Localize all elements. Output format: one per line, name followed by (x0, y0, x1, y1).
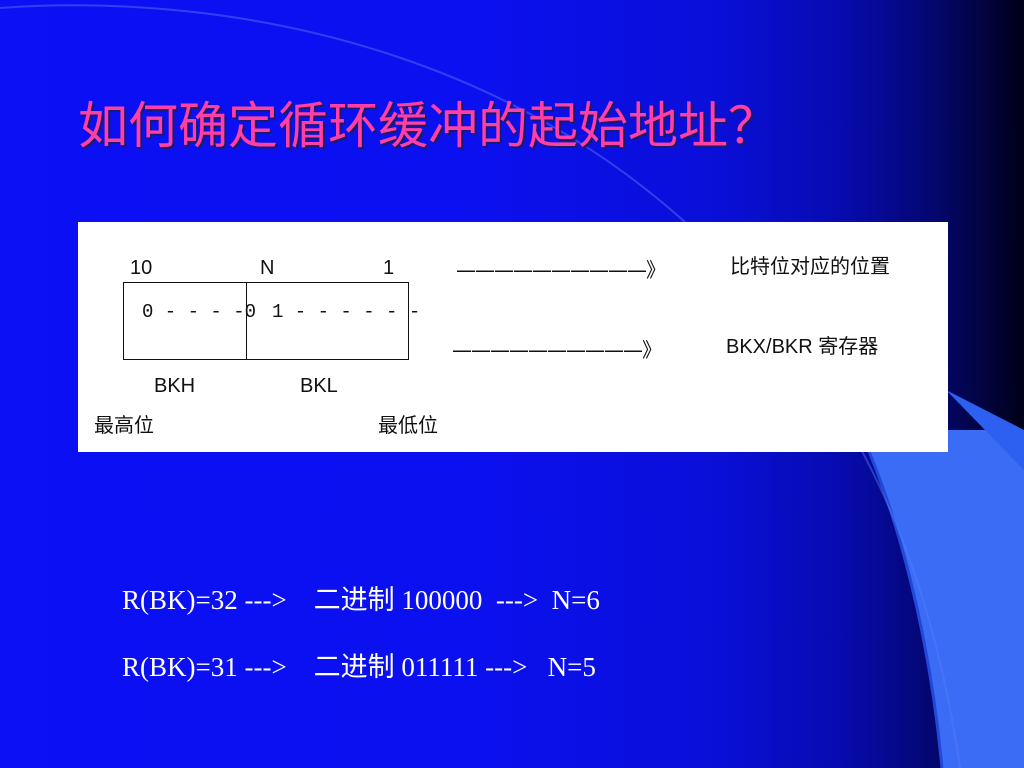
bit-positions-label: 比特位对应的位置 (730, 256, 890, 278)
corner-accent-shape (946, 390, 1024, 470)
slide-title: 如何确定循环缓冲的起始地址？ (78, 97, 778, 155)
formula-line-1: R(BK)=32 ---> 二进制 100000 ---> N=6 (122, 585, 600, 615)
corner-swoosh-shape (860, 430, 1024, 768)
bit-position-n: N (260, 257, 275, 279)
register-label: BKX/BKR 寄存器 (726, 336, 879, 358)
register-box: 0 - - - -0 1 - - - - - - (123, 282, 420, 360)
register-divider (246, 283, 247, 359)
bit-position-high: 10 (130, 257, 153, 279)
arrow-register: ——————————》 (452, 338, 662, 362)
corner-swoosh-edge (858, 429, 944, 768)
formula-line-2: R(BK)=31 ---> 二进制 011111 ---> N=5 (122, 652, 596, 682)
arrow-bit-positions: ——————————》 (456, 258, 666, 282)
bkl-bits: 1 - - - - - - (272, 301, 421, 323)
lsb-label: 最低位 (378, 415, 438, 437)
bit-position-low: 1 (383, 257, 395, 279)
bkh-bits: 0 - - - -0 (142, 301, 257, 323)
msb-label: 最高位 (94, 415, 154, 437)
bkh-label: BKH (154, 375, 196, 397)
register-diagram: 10 N 1 0 - - - -0 1 - - - - - - BKH BKL … (78, 222, 948, 452)
bkl-label: BKL (300, 375, 338, 397)
